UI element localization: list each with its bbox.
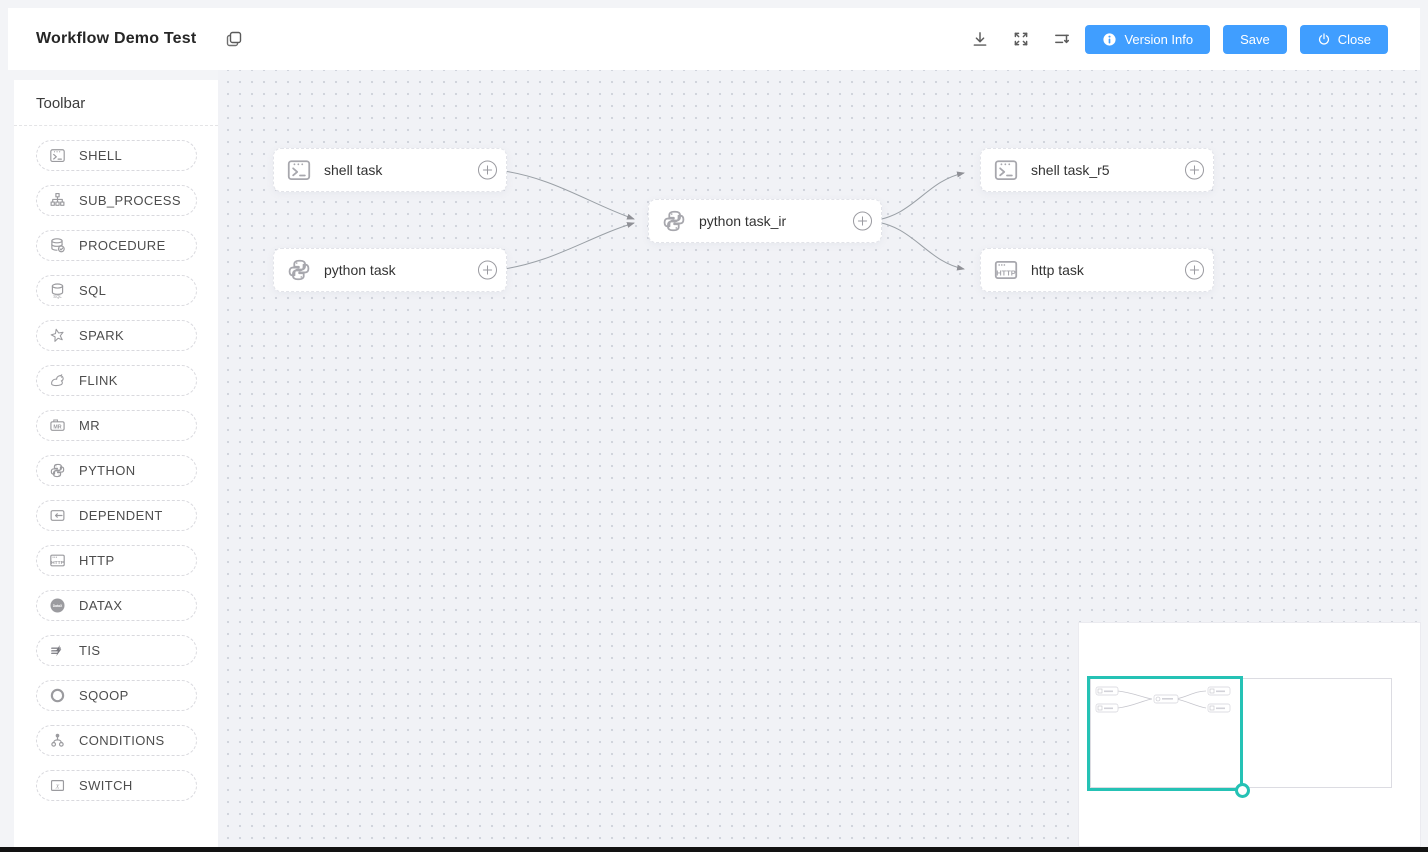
toolbar-item-dependent[interactable]: DEPENDENT — [36, 500, 197, 531]
workflow-title: Workflow Demo Test — [36, 30, 197, 47]
window-bottom-edge — [0, 847, 1428, 852]
task-node-label: http task — [1031, 262, 1084, 278]
procedure-icon — [51, 238, 65, 253]
add-edge-button[interactable] — [478, 260, 497, 280]
task-node-label: python task_ir — [699, 213, 787, 229]
conditions-icon — [51, 733, 64, 747]
svg-text:HTTP: HTTP — [51, 560, 64, 566]
task-node-label: shell task_r5 — [1031, 162, 1110, 178]
tis-icon — [51, 644, 62, 657]
toolbar-panel: Toolbar SHELL SUB_PROCESS PROCEDURE SQL … — [14, 80, 218, 847]
toolbar-item-procedure[interactable]: PROCEDURE — [36, 230, 197, 261]
mr-icon: MR — [50, 419, 65, 431]
sub-process-icon — [50, 193, 65, 206]
toolbar-item-datax[interactable]: DataX DATAX — [36, 590, 197, 621]
copy-icon — [227, 31, 242, 47]
toolbar-item-python[interactable]: PYTHON — [36, 455, 197, 486]
edge-shell-to-ir — [496, 169, 635, 220]
dependent-icon — [50, 510, 65, 521]
shell-icon — [994, 160, 1018, 180]
svg-text:HTTP: HTTP — [996, 268, 1016, 277]
toolbar-item-http[interactable]: HTTP HTTP — [36, 545, 197, 576]
close-button[interactable]: Close — [1299, 24, 1388, 54]
header-bar: Workflow Demo Test — [8, 8, 1420, 70]
format-dag-button[interactable] — [1052, 29, 1072, 49]
toolbar-item-sub-process[interactable]: SUB_PROCESS — [36, 185, 197, 216]
toolbar-item-conditions[interactable]: CONDITIONS — [36, 725, 197, 756]
toolbar-item-shell[interactable]: SHELL — [36, 140, 197, 171]
svg-text:DataX: DataX — [53, 604, 63, 608]
task-node-shell-task-r5[interactable]: shell task_r5 — [980, 148, 1214, 192]
shell-icon — [50, 149, 65, 163]
toolbar-item-tis[interactable]: TIS — [36, 635, 197, 666]
add-edge-button[interactable] — [1185, 160, 1204, 180]
minimap-viewport-handle[interactable] — [1235, 783, 1250, 798]
plus-icon — [482, 165, 493, 175]
edge-python-to-ir — [496, 222, 635, 271]
plus-icon — [857, 216, 868, 226]
plus-icon — [482, 265, 493, 275]
http-icon: HTTP — [994, 260, 1018, 280]
sql-icon: SQL — [51, 283, 64, 299]
toolbar-item-sqoop[interactable]: SQOOP — [36, 680, 197, 711]
toolbar-title: Toolbar — [14, 80, 218, 126]
add-edge-button[interactable] — [1185, 260, 1204, 280]
task-node-label: shell task — [324, 162, 383, 178]
format-dag-icon — [1055, 34, 1070, 44]
download-icon — [974, 32, 987, 46]
fullscreen-button[interactable] — [1011, 29, 1031, 49]
add-edge-button[interactable] — [853, 211, 872, 231]
toolbar-item-sql[interactable]: SQL SQL — [36, 275, 197, 306]
svg-text:X: X — [55, 783, 61, 790]
svg-text:MR: MR — [53, 425, 61, 431]
plus-icon — [1189, 165, 1200, 175]
plus-icon — [1189, 265, 1200, 275]
toolbar-item-switch[interactable]: X SWITCH — [36, 770, 197, 801]
minimap[interactable] — [1078, 622, 1421, 847]
spark-icon — [50, 328, 64, 342]
download-button[interactable] — [970, 29, 990, 49]
add-edge-button[interactable] — [478, 160, 497, 180]
save-button[interactable]: Save — [1223, 24, 1287, 54]
datax-icon: DataX — [50, 598, 65, 613]
sqoop-icon — [50, 688, 65, 703]
switch-icon: X — [50, 780, 65, 791]
version-info-label: Version Info — [1124, 31, 1194, 47]
edge-ir-to-http — [869, 220, 965, 271]
dag-canvas[interactable]: shell task python task python task_ir — [218, 70, 1421, 847]
power-icon — [1318, 33, 1329, 45]
info-icon — [1103, 32, 1117, 46]
close-label: Close — [1337, 31, 1371, 47]
task-node-python-task-ir[interactable]: python task_ir — [648, 199, 882, 243]
python-icon — [50, 463, 65, 478]
task-node-label: python task — [324, 262, 396, 278]
python-icon — [288, 259, 310, 281]
python-icon — [663, 210, 685, 232]
svg-text:SQL: SQL — [53, 294, 62, 299]
task-node-http-task[interactable]: HTTP http task — [980, 248, 1214, 292]
edge-ir-to-r5 — [869, 171, 965, 222]
toolbar-item-mr[interactable]: MR MR — [36, 410, 197, 441]
copy-workflow-button[interactable] — [223, 28, 245, 50]
fullscreen-icon — [1015, 32, 1028, 46]
flink-icon — [51, 374, 64, 387]
task-node-shell-task[interactable]: shell task — [273, 148, 507, 192]
shell-icon — [287, 160, 311, 180]
http-icon: HTTP — [50, 554, 65, 567]
toolbar-item-spark[interactable]: SPARK — [36, 320, 197, 351]
header-actions: Version Info Save Close — [970, 24, 1388, 54]
toolbar-item-flink[interactable]: FLINK — [36, 365, 197, 396]
minimap-viewport[interactable] — [1087, 676, 1243, 791]
save-label: Save — [1240, 31, 1270, 47]
task-node-python-task[interactable]: python task — [273, 248, 507, 292]
version-info-button[interactable]: Version Info — [1085, 24, 1211, 54]
